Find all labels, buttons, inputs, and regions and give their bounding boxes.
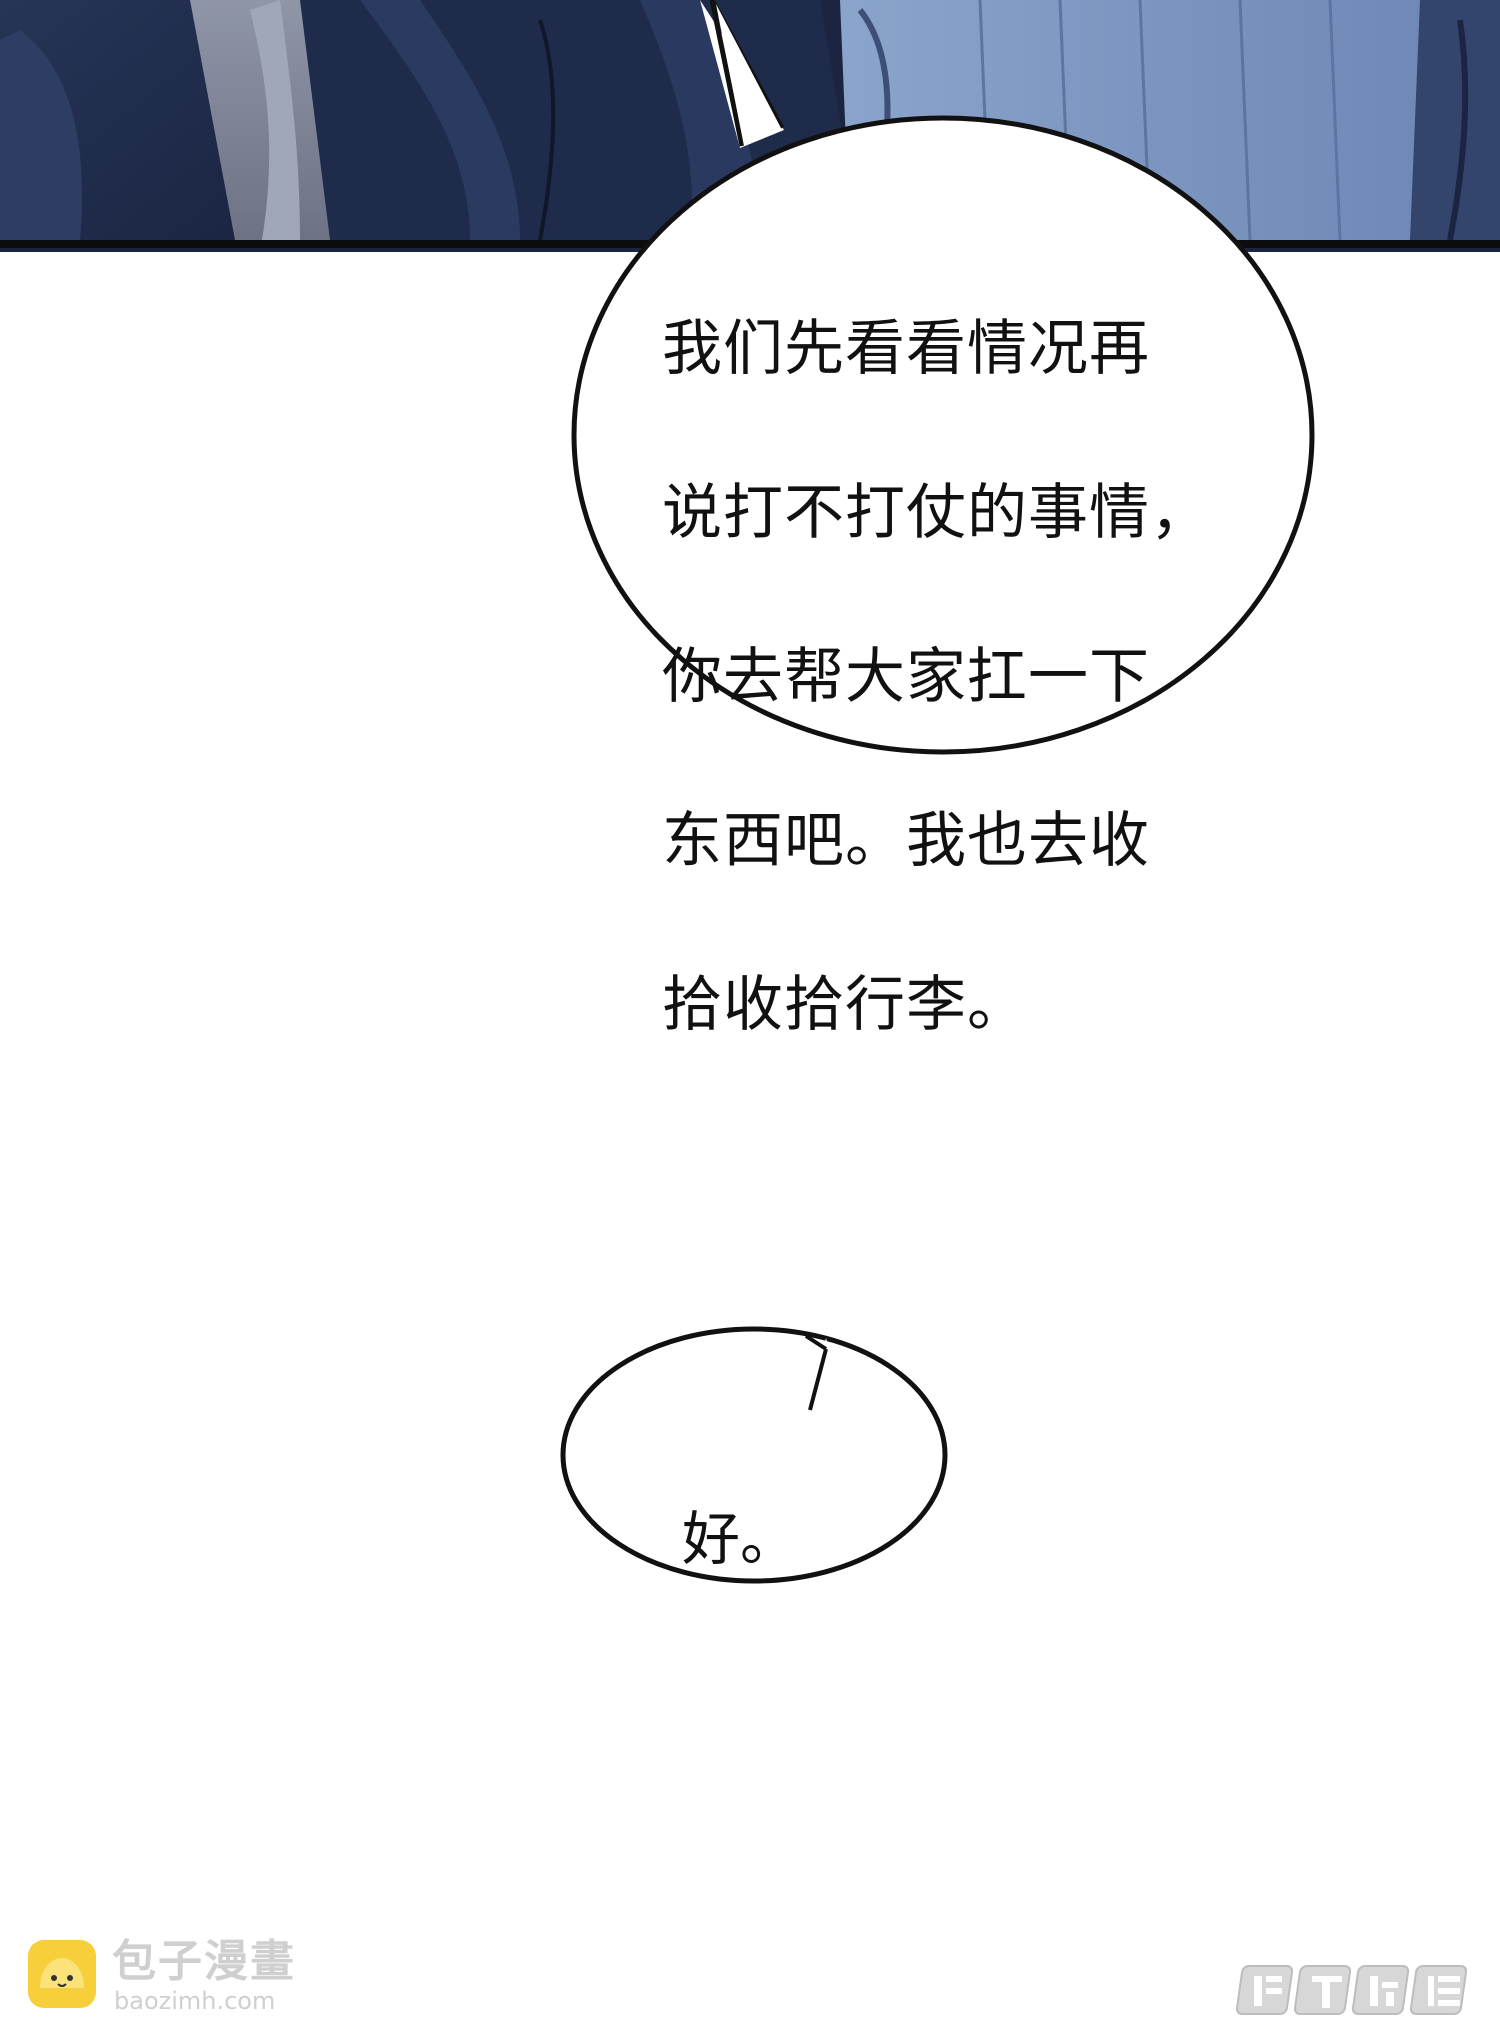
dialogue-text-2: 好。	[682, 1434, 842, 1644]
speech-bubble-1	[571, 0, 1315, 755]
watermark-tencent	[1235, 1958, 1482, 2022]
watermark-baozi: 包子漫畫 baozimh.com	[26, 1938, 326, 2018]
dialogue-line: 你去帮大家扛一下	[662, 642, 1150, 712]
dialogue-line: 说打不打仗的事情，	[662, 478, 1211, 548]
dialogue-line: 东西吧。我也去收	[662, 806, 1150, 876]
dialogue-text-1: 我们先看看情况再 说打不打仗的事情， 你去帮大家扛一下 东西吧。我也去收 拾收拾…	[662, 226, 1222, 1128]
watermark-title: 包子漫畫	[112, 1936, 296, 1987]
tencent-logo-icon	[1235, 1958, 1482, 2022]
dialogue-line: 我们先看看情况再	[662, 314, 1150, 384]
dialogue-line: 拾收拾行李。	[662, 970, 1028, 1040]
speech-bubble-2	[560, 1326, 948, 1584]
watermark-url: baozimh.com	[114, 1987, 276, 2015]
dialogue-line: 好。	[682, 1505, 799, 1573]
bun-logo-icon	[28, 1940, 96, 2008]
